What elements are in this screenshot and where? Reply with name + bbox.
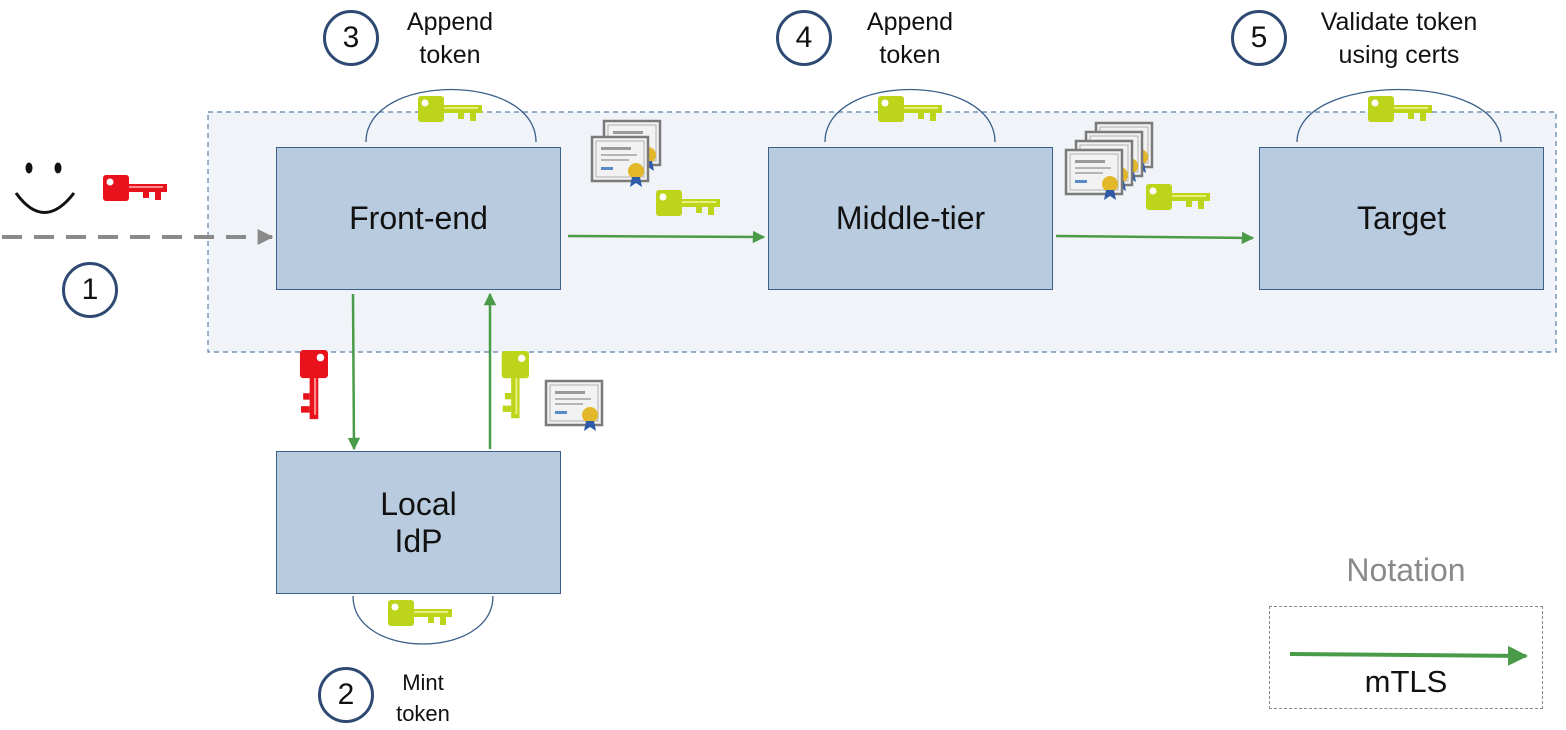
smiley-face-icon: [14, 162, 76, 214]
front-end-label: Front-end: [349, 200, 488, 236]
step-2-caption: Mint token: [396, 670, 450, 726]
token-arc-middle-tier: [824, 88, 996, 143]
red-key-icon: [299, 350, 328, 420]
step-5-number: 5: [1250, 21, 1268, 54]
middle-tier-node: Middle-tier: [768, 147, 1053, 290]
step-5-badge: 5: [1231, 10, 1287, 66]
notation-title: Notation: [1346, 552, 1466, 588]
step-4-caption: Append token: [866, 8, 954, 69]
step-3-badge: 3: [323, 10, 379, 66]
arrow-middle-tier-to-target: [1055, 231, 1255, 245]
step-3-caption: Append token: [406, 8, 494, 69]
token-arc-local-idp: [352, 595, 494, 645]
front-end-node: Front-end: [276, 147, 561, 290]
certificate-icon: [1064, 148, 1124, 202]
arrow-front-end-to-idp: [347, 293, 361, 451]
green-key-icon: [501, 351, 529, 419]
target-label: Target: [1357, 200, 1446, 236]
certificate-icon: [544, 379, 604, 433]
notation-legend-box: [1269, 606, 1543, 709]
legend-mtls-label: mTLS: [1364, 664, 1448, 699]
target-node: Target: [1259, 147, 1544, 290]
step-4-number: 4: [795, 21, 813, 54]
token-arc-target: [1296, 88, 1502, 143]
step-4-badge: 4: [776, 10, 832, 66]
step-5-caption: Validate token using certs: [1320, 8, 1478, 69]
certificate-icon: [590, 135, 650, 189]
middle-tier-label: Middle-tier: [835, 200, 986, 236]
red-key-icon: [103, 175, 167, 201]
local-idp-node: Local IdP: [276, 451, 561, 594]
token-arc-front-end: [365, 88, 537, 143]
step-1-badge: 1: [62, 262, 118, 318]
arrow-front-end-to-middle-tier: [567, 230, 766, 244]
step-1-number: 1: [81, 273, 99, 306]
local-idp-label: Local IdP: [380, 485, 457, 559]
step-2-number: 2: [337, 678, 355, 711]
step-2-badge: 2: [318, 667, 374, 723]
step-3-number: 3: [342, 21, 360, 54]
green-key-icon: [388, 600, 452, 626]
legend-mtls-arrow: [1289, 645, 1528, 666]
